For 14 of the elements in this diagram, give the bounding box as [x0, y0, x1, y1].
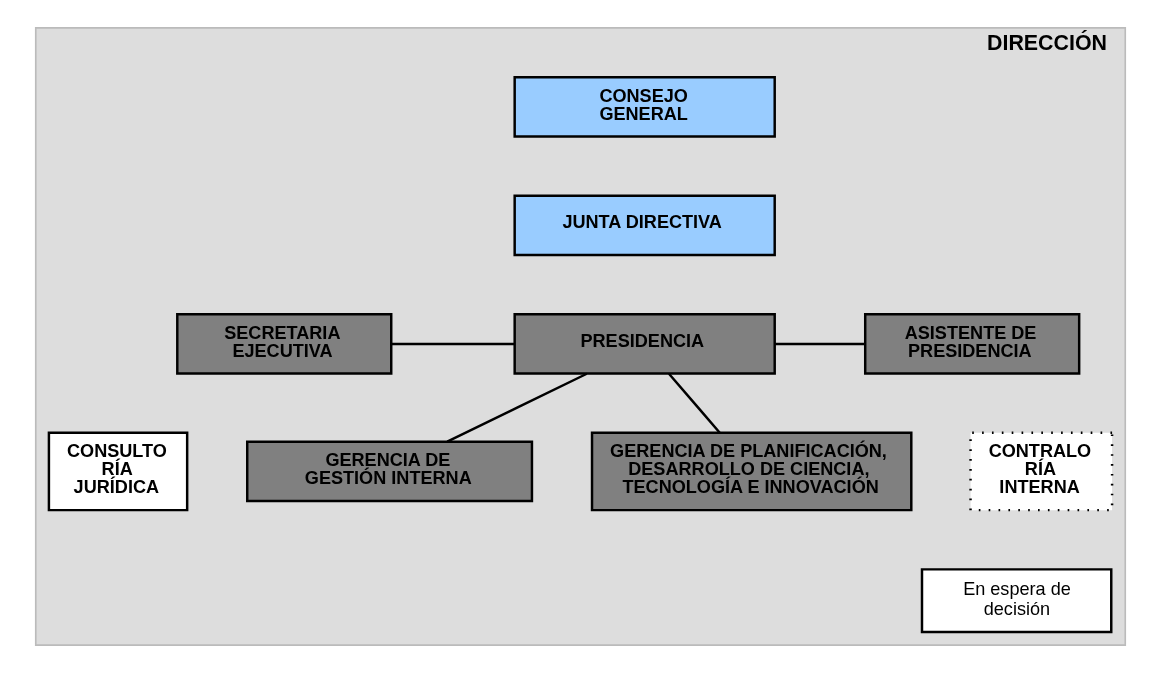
- node-box: CONSULTO RÍA JURÍDICA: [47, 431, 189, 512]
- node-box: ASISTENTE DE PRESIDENCIA: [864, 313, 1081, 375]
- node-box: JUNTA DIRECTIVA: [513, 194, 776, 257]
- connector: [391, 342, 515, 346]
- node-box: GERENCIA DE PLANIFICACIÓN, DESARROLLO DE CIENCIA, TECNOLOGÍA E INNOVACIÓN: [590, 431, 913, 512]
- node-box: CONSEJO GENERAL: [513, 76, 776, 138]
- node-box: GERENCIA DE GESTIÓN INTERNA: [246, 440, 534, 503]
- connector: [446, 372, 588, 443]
- connector: [668, 372, 721, 434]
- node-box: SECRETARIA EJECUTIVA: [176, 313, 393, 375]
- node-box: En espera de decisión: [920, 568, 1113, 634]
- connector: [775, 342, 865, 346]
- node-box: CONTRALO RÍA INTERNA: [969, 431, 1114, 512]
- node-box: PRESIDENCIA: [513, 313, 776, 375]
